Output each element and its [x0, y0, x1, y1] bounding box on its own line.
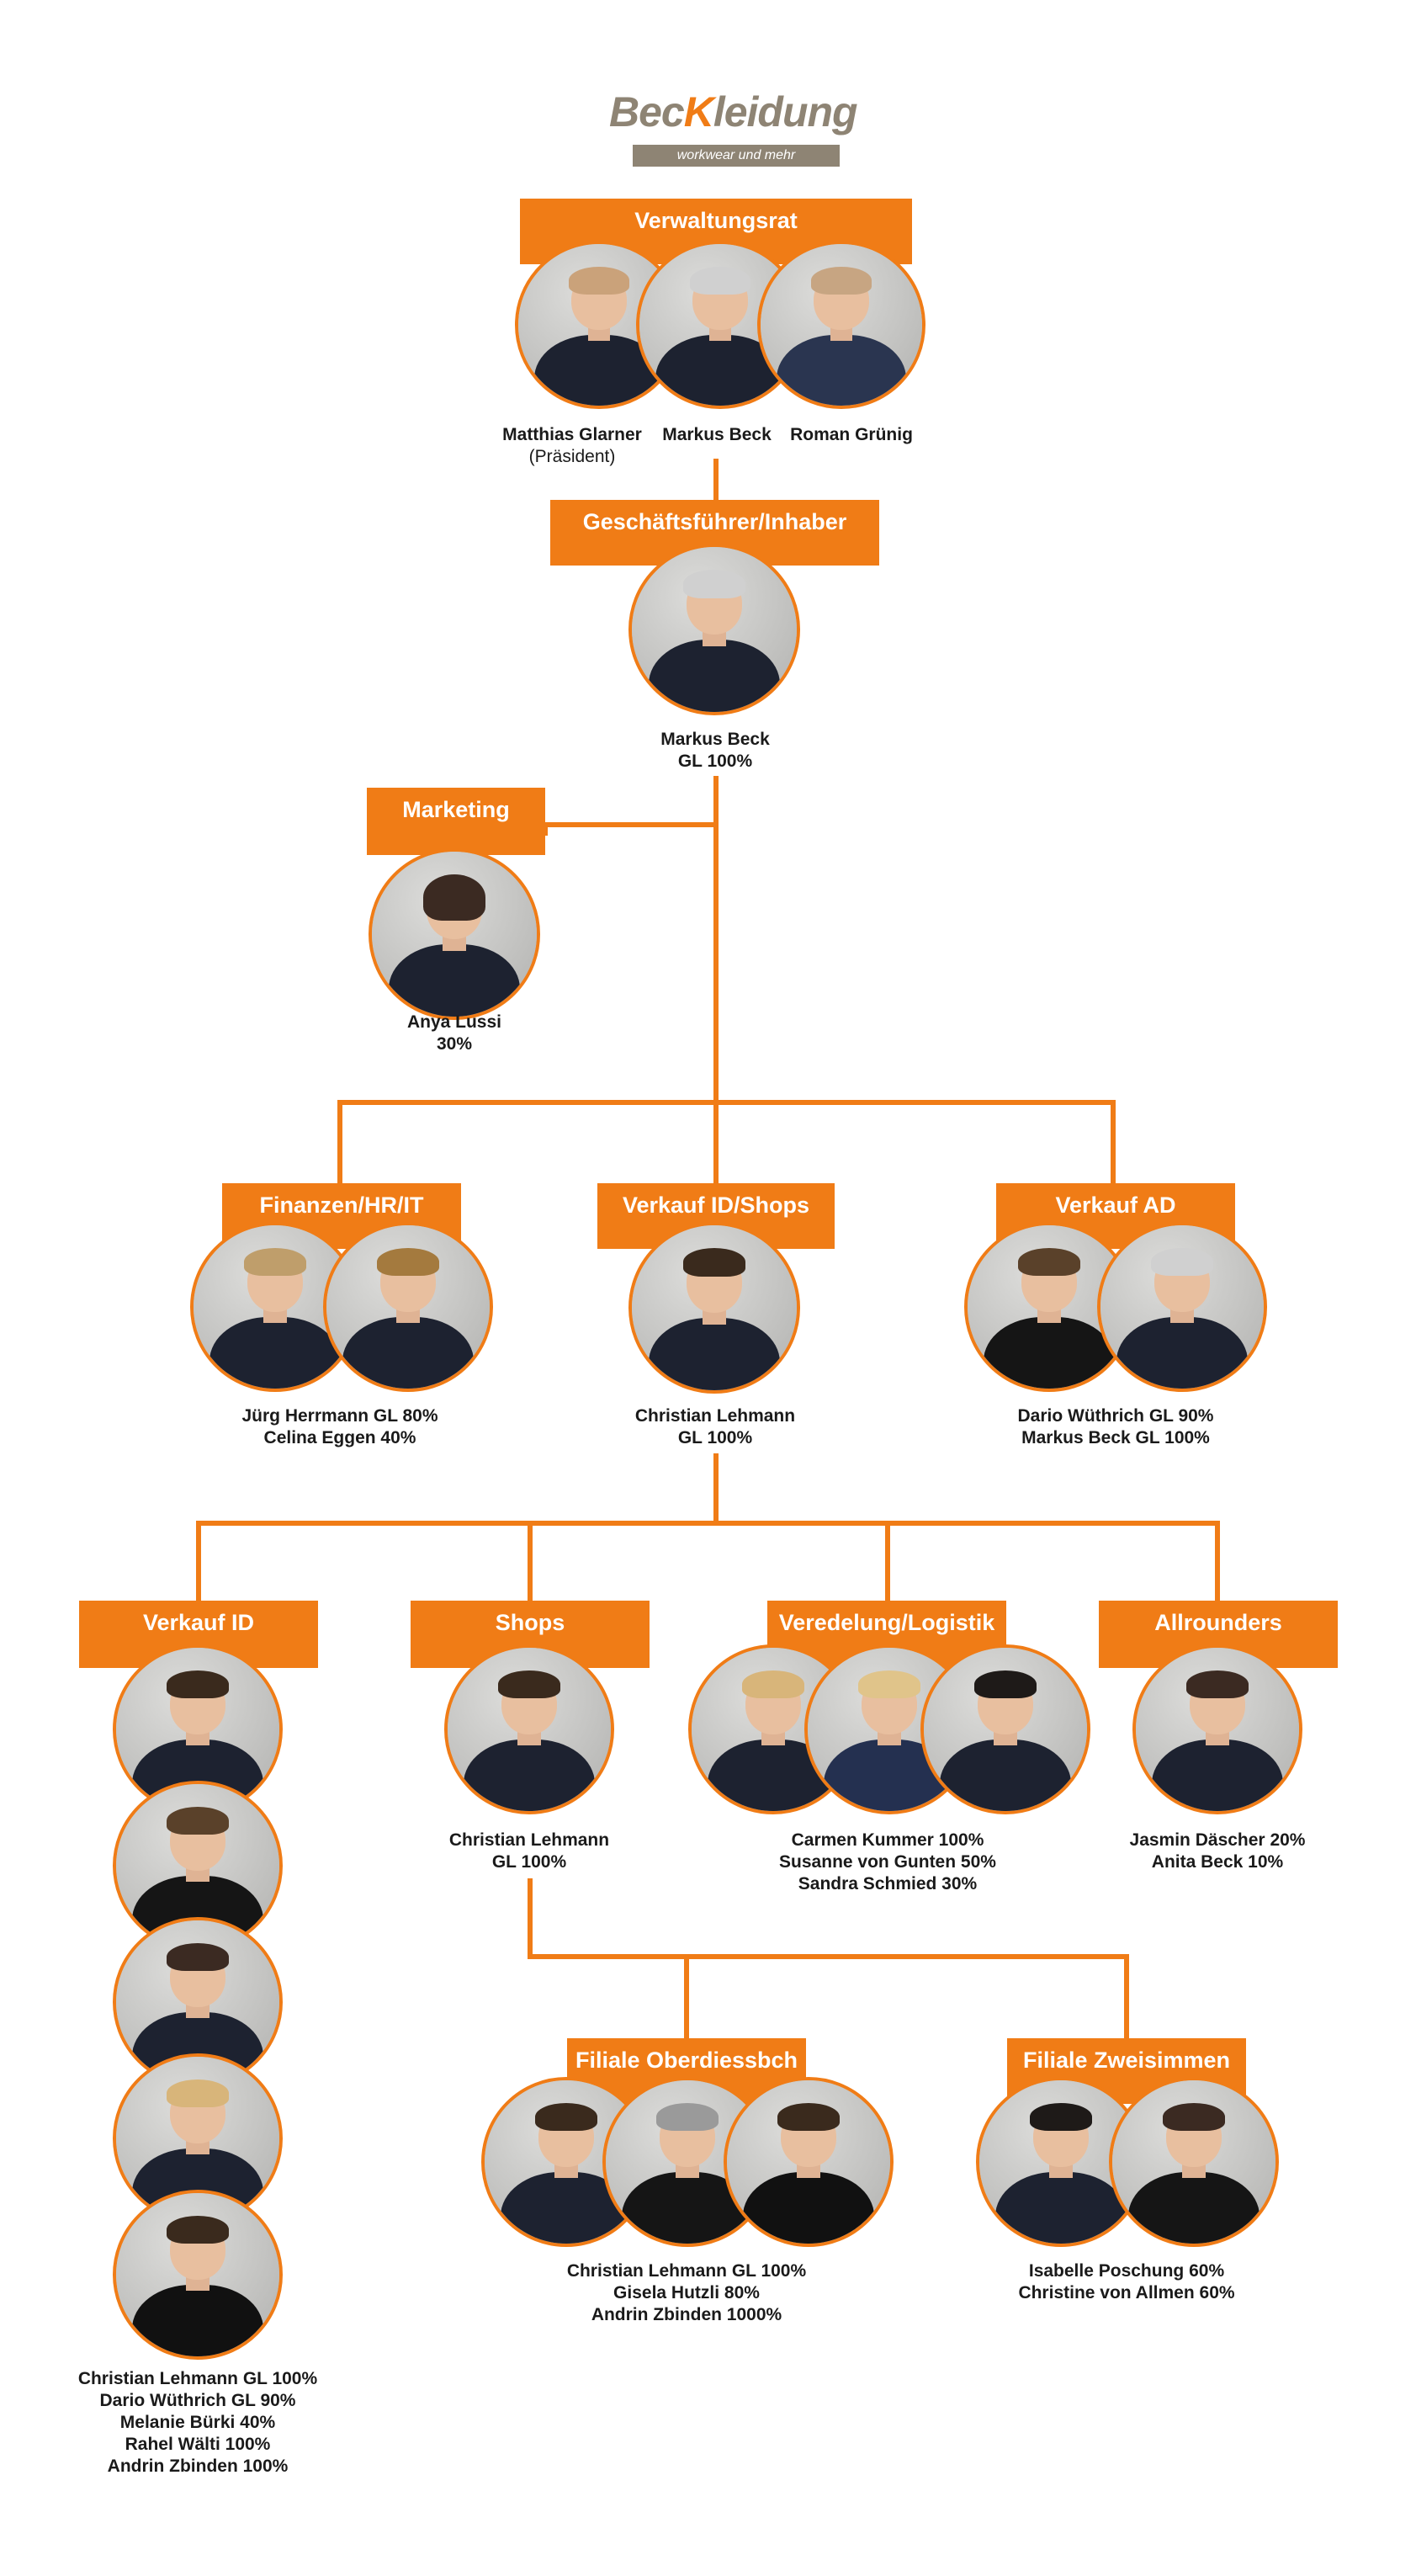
caption-verkauf-ad: Dario Wüthrich GL 90% Markus Beck GL 100… — [1017, 1406, 1214, 1447]
line-marketing — [543, 822, 719, 836]
caption-matthias-glarner: Matthias Glarner (Präsident) — [502, 425, 642, 466]
line-split-main — [337, 1100, 1116, 1189]
caption-allrounders: Jasmin Däscher 20% Anita Beck 10% — [1129, 1830, 1306, 1872]
line-split-filialen — [684, 1954, 1129, 2043]
logo-wordmark: BecKleidung — [609, 88, 858, 135]
caption-geschaeftsfuehrer: Markus Beck GL 100% — [660, 730, 770, 771]
caption-verkauf-id-shops: Christian Lehmann GL 100% — [634, 1406, 796, 1447]
caption-oberdiessbach: Christian Lehmann GL 100% Gisela Hutzli … — [566, 2261, 807, 2324]
caption-roman-gruenig: Roman Grünig — [790, 425, 913, 444]
photo-anya-lussi — [369, 848, 540, 1020]
unit-marketing-title: Marketing — [367, 788, 545, 855]
photo-jasmin-daescher — [1132, 1644, 1302, 1814]
caption-veredelung: Carmen Kummer 100% Susanne von Gunten 50… — [779, 1830, 996, 1893]
caption-shops: Christian Lehmann GL 100% — [448, 1830, 610, 1872]
photo-christian-lehmann-vids — [628, 1222, 800, 1394]
photo-gisela-hutzli — [602, 2077, 772, 2247]
caption-marketing: Anya Lussi 30% — [406, 1012, 502, 1054]
photo-roman-gruenig — [757, 241, 925, 409]
line-split-second — [196, 1521, 1220, 1606]
photo-christine-von-allmen — [1109, 2077, 1279, 2247]
photo-verkauf-id-5 — [113, 2190, 283, 2360]
caption-verkauf-id: Christian Lehmann GL 100% Dario Wüthrich… — [77, 2369, 318, 2476]
photo-sandra-schmied — [920, 1644, 1090, 1814]
photo-markus-beck-ad — [1097, 1222, 1267, 1392]
caption-finanzen: Jürg Herrmann GL 80% Celina Eggen 40% — [241, 1406, 438, 1447]
photo-andrin-zbinden-od — [724, 2077, 894, 2247]
photo-markus-beck-gf — [628, 544, 800, 715]
logo-tagline: workwear und mehr — [633, 145, 840, 167]
caption-zweisimmen: Isabelle Poschung 60% Christine von Allm… — [1018, 2261, 1235, 2302]
photo-christian-lehmann-shops — [444, 1644, 614, 1814]
company-logo: BecKleidung workwear und mehr — [609, 88, 862, 168]
photo-celina-eggen — [323, 1222, 493, 1392]
caption-markus-beck-vr: Markus Beck — [662, 425, 772, 444]
